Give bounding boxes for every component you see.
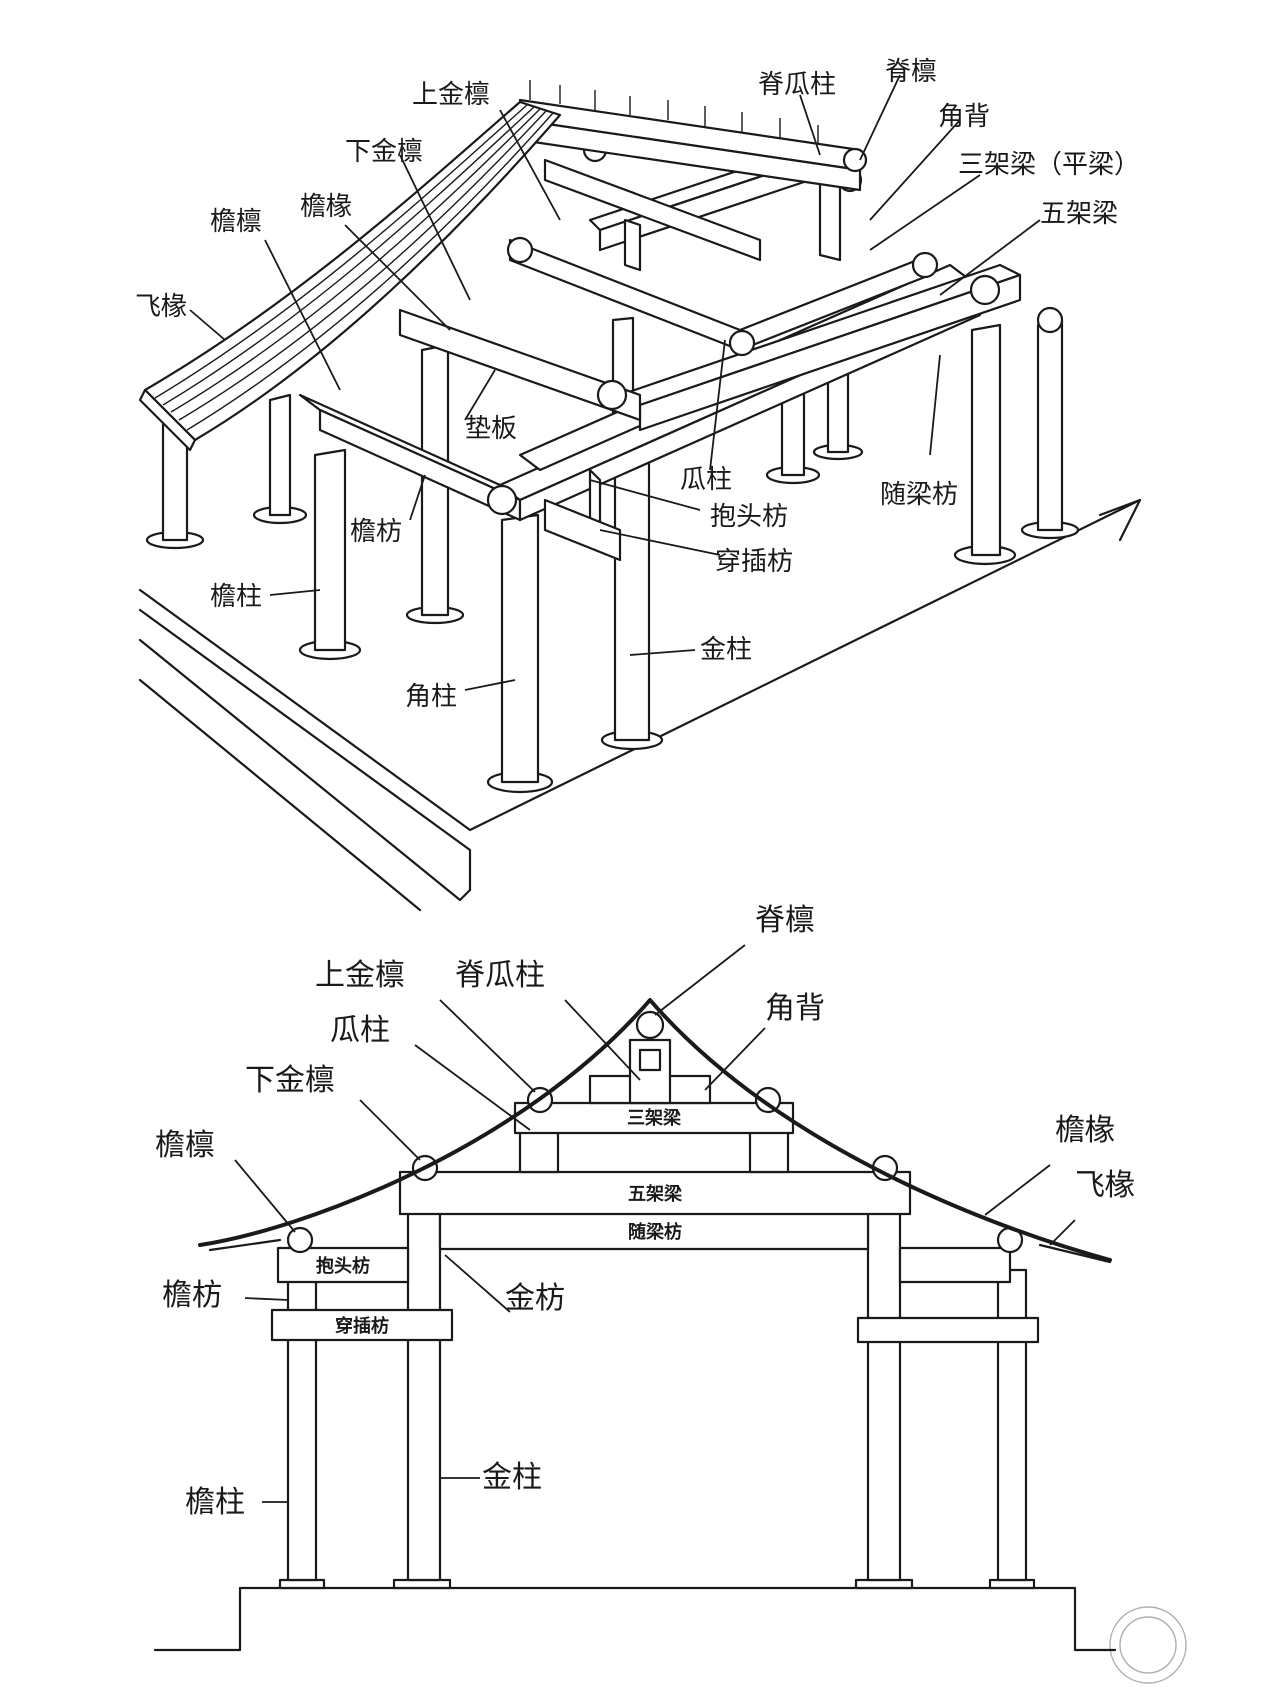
- beam-chuan-cha-fang: 穿插枋: [335, 1315, 389, 1337]
- isometric-view: 上金檩 脊瓜柱 脊檩 下金檩 角背 三架梁（平梁） 五架梁 檐檩 檐椽 飞椽 垫…: [135, 57, 1142, 912]
- label-jiao-zhu: 角柱: [405, 682, 457, 712]
- platform: [138, 498, 1142, 912]
- beam-bao-tou-fang: 抱头枋: [316, 1255, 370, 1277]
- label-jin-zhu: 金柱: [700, 635, 752, 665]
- label-dian-ban: 垫板: [465, 414, 517, 444]
- watermark-stamp: [1109, 1606, 1187, 1684]
- label-gua-zhu: 瓜柱: [680, 465, 732, 495]
- label-yan-zhu: 檐柱: [210, 582, 262, 612]
- section-view: 三架梁 五架梁 随梁枋 抱头枋 穿插枋 脊檩 上金檩 脊瓜柱: [153, 903, 1187, 1684]
- columns: [161, 316, 1064, 784]
- beam-san-jia-liang: 三架梁: [627, 1107, 682, 1129]
- section-label-jin-fang: 金枋: [505, 1281, 565, 1316]
- lower-frame: [298, 263, 1064, 562]
- section-roof: [198, 998, 1112, 1264]
- label-yan-fang: 檐枋: [350, 517, 402, 547]
- label-ji-lin: 脊檩: [885, 57, 937, 87]
- label-yan-chuan: 檐椽: [300, 192, 352, 222]
- label-yan-lin: 檐檩: [210, 207, 262, 237]
- label-chuan-cha-fang: 穿插枋: [715, 547, 793, 577]
- section-leaders: [234, 944, 1076, 1503]
- section-column-bases: [278, 1578, 1036, 1590]
- section-label-jiao-bei: 角背: [765, 991, 825, 1026]
- section-label-shang-jin-lin: 上金檩: [315, 958, 405, 993]
- section-label-fei-chuan: 飞椽: [1075, 1168, 1135, 1203]
- label-shang-jin-lin: 上金檩: [412, 80, 490, 110]
- section-label-ji-lin: 脊檩: [755, 903, 815, 938]
- section-labels: 脊檩 上金檩 脊瓜柱 角背 瓜柱 下金檩 檐檩 檐椽 飞椽 檐枋 金枋 金柱 檐…: [155, 903, 1135, 1520]
- section-label-yan-chuan: 檐椽: [1055, 1113, 1115, 1148]
- upper-labels: 上金檩 脊瓜柱 脊檩 下金檩 角背 三架梁（平梁） 五架梁 檐檩 檐椽 飞椽 垫…: [135, 57, 1140, 712]
- upper-leaders: [189, 74, 1041, 691]
- label-ji-gua-zhu: 脊瓜柱: [758, 70, 836, 100]
- section-label-yan-lin: 檐檩: [155, 1128, 215, 1163]
- section-beam-labels: 三架梁 五架梁 随梁枋 抱头枋 穿插枋: [316, 1107, 683, 1337]
- section-label-xia-jin-lin: 下金檩: [245, 1063, 335, 1098]
- section-label-jin-zhu: 金柱: [482, 1460, 542, 1495]
- section-label-yan-fang: 檐枋: [162, 1278, 222, 1313]
- section-label-gua-zhu: 瓜柱: [330, 1013, 390, 1048]
- label-xia-jin-lin: 下金檩: [345, 137, 423, 167]
- label-wu-jia-liang: 五架梁: [1040, 199, 1118, 229]
- section-platform: [153, 1586, 1117, 1652]
- rafters: [138, 100, 562, 452]
- label-jiao-bei: 角背: [938, 102, 990, 132]
- label-sui-liang-fang: 随梁枋: [880, 480, 958, 510]
- label-fei-chuan: 飞椽: [135, 292, 187, 322]
- label-bao-tou-fang: 抱头枋: [710, 502, 788, 532]
- section-label-yan-zhu: 檐柱: [185, 1485, 245, 1520]
- section-beams: [270, 1038, 1040, 1344]
- label-san-jia-liang: 三架梁（平梁）: [958, 150, 1140, 180]
- beam-sui-liang-fang: 随梁枋: [628, 1221, 682, 1243]
- beam-wu-jia-liang: 五架梁: [628, 1183, 683, 1205]
- section-label-ji-gua-zhu: 脊瓜柱: [455, 958, 545, 993]
